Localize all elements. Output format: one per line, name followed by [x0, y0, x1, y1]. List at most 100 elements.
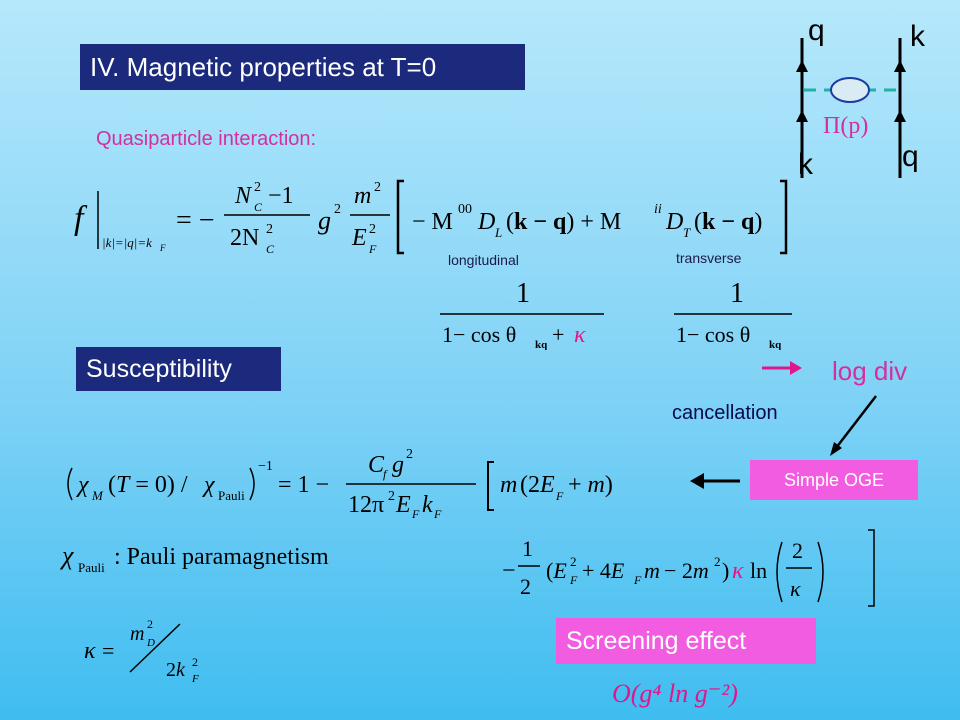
- svg-text:E: E: [351, 225, 367, 251]
- svg-text:f: f: [74, 200, 88, 237]
- svg-text:1: 1: [516, 278, 530, 309]
- svg-text:(k − q) + M: (k − q) + M: [506, 209, 621, 235]
- diagram-label-k-bottom: k: [798, 148, 813, 181]
- svg-text:(2E: (2E: [520, 472, 555, 498]
- svg-text:N: N: [234, 183, 253, 209]
- svg-text:1: 1: [730, 278, 744, 309]
- svg-text:+ 4E: + 4E: [582, 558, 625, 583]
- svg-text:C: C: [368, 452, 385, 478]
- svg-text:F: F: [569, 573, 578, 587]
- order-expression: O(g⁴ ln g⁻²): [612, 679, 738, 708]
- svg-text:ln: ln: [750, 558, 767, 583]
- svg-text:2k: 2k: [166, 659, 186, 681]
- svg-text:12π: 12π: [348, 492, 384, 518]
- arrow-up-icon: [894, 110, 906, 122]
- svg-text:F: F: [633, 573, 642, 587]
- svg-text:1− cos θ: 1− cos θ: [442, 322, 516, 347]
- svg-text:2: 2: [266, 222, 273, 237]
- diagram-label-q-bottom: q: [902, 140, 919, 173]
- svg-text:2N: 2N: [230, 225, 259, 251]
- svg-text:F: F: [555, 489, 564, 503]
- susceptibility-equation: χ M (T = 0) / χ Pauli −1 = 1 − C f g 2 1…: [67, 447, 613, 521]
- svg-text:κ: κ: [790, 576, 801, 601]
- susceptibility-heading: Susceptibility: [76, 347, 281, 391]
- screening-correction-equation: − 1 2 (E 2 F + 4E F m − 2m 2 ) κ ln 2 κ: [502, 529, 875, 607]
- slide-title: IV. Magnetic properties at T=0: [80, 44, 525, 90]
- longitudinal-label: longitudinal: [448, 252, 519, 268]
- svg-text:− M: − M: [412, 209, 453, 235]
- svg-text:2: 2: [570, 554, 577, 569]
- svg-text:F: F: [368, 242, 377, 256]
- arrow-up-icon: [796, 60, 808, 72]
- svg-text:2: 2: [334, 202, 341, 217]
- svg-text:− 2m: − 2m: [664, 558, 709, 583]
- svg-text:(T = 0) /: (T = 0) /: [108, 472, 188, 498]
- svg-text:=: =: [102, 638, 114, 663]
- svg-text:L: L: [494, 225, 502, 240]
- svg-text:2: 2: [192, 655, 198, 669]
- svg-text:2: 2: [406, 447, 413, 462]
- svg-text:k: k: [422, 492, 433, 518]
- arrow-up-icon: [796, 110, 808, 122]
- svg-text:m: m: [130, 623, 144, 645]
- svg-text:−1: −1: [268, 183, 294, 209]
- svg-text:Pauli: Pauli: [78, 560, 105, 575]
- svg-text:= −: = −: [176, 205, 215, 236]
- svg-text:+ m): + m): [568, 472, 613, 498]
- svg-text:2: 2: [388, 489, 395, 504]
- svg-text:f: f: [383, 467, 388, 481]
- longitudinal-fraction: 1 1− cos θ kq + κ: [440, 278, 604, 350]
- svg-text:2: 2: [792, 538, 803, 563]
- svg-text:00: 00: [458, 202, 472, 217]
- simple-oge-box: Simple OGE: [750, 460, 918, 500]
- svg-text:g: g: [318, 206, 331, 235]
- svg-text:+: +: [552, 322, 564, 347]
- svg-text:F: F: [411, 507, 420, 521]
- svg-text:−: −: [502, 558, 516, 584]
- svg-text:|k|=|q|=k: |k|=|q|=k: [102, 235, 152, 250]
- arrow-left-icon: [690, 473, 740, 489]
- svg-text:D: D: [665, 209, 683, 235]
- svg-text:χ: χ: [60, 541, 74, 570]
- svg-text:T: T: [683, 225, 691, 240]
- svg-text:2: 2: [520, 574, 531, 599]
- interaction-equation: f |k|=|q|=k F = − N 2 C −1 2N 2 C g 2 m …: [74, 179, 788, 256]
- svg-text:κ: κ: [574, 322, 586, 348]
- svg-text:kq: kq: [535, 339, 548, 350]
- svg-text:Pauli: Pauli: [218, 488, 245, 503]
- svg-text:(k − q): (k − q): [694, 209, 762, 235]
- log-div-label: log div: [832, 356, 908, 386]
- svg-text:): ): [722, 558, 729, 583]
- svg-text:κ: κ: [732, 558, 744, 584]
- transverse-label: transverse: [676, 250, 742, 266]
- svg-text:2: 2: [254, 180, 261, 195]
- svg-text:2: 2: [374, 180, 381, 195]
- svg-text:(E: (E: [546, 558, 567, 583]
- diagram-label-q-top: q: [808, 14, 825, 47]
- svg-text:g: g: [392, 452, 404, 478]
- svg-text:F: F: [433, 507, 442, 521]
- svg-text:m: m: [500, 472, 517, 498]
- svg-text:F: F: [159, 243, 166, 253]
- order-text: O(g⁴ ln g⁻²): [612, 679, 738, 708]
- svg-text:= 1 −: = 1 −: [278, 472, 329, 498]
- diagram-label-k-top: k: [910, 20, 925, 53]
- kappa-definition: κ = m 2 D 2k 2 F: [84, 617, 199, 685]
- arrow-up-icon: [894, 60, 906, 72]
- svg-text:C: C: [254, 200, 263, 214]
- svg-text:χ: χ: [202, 472, 216, 498]
- svg-text:m: m: [354, 183, 371, 209]
- svg-text:1− cos θ: 1− cos θ: [676, 322, 750, 347]
- feynman-lines: [796, 38, 906, 178]
- quasiparticle-label: Quasiparticle interaction:: [96, 128, 317, 150]
- diagram-label-propagator: Π(p): [823, 113, 869, 139]
- svg-text:2: 2: [714, 554, 721, 569]
- self-energy-blob: [830, 77, 870, 103]
- svg-text:C: C: [266, 242, 275, 256]
- svg-text:F: F: [191, 673, 199, 685]
- svg-text:m: m: [644, 558, 660, 583]
- svg-text:1: 1: [522, 536, 533, 561]
- svg-text:χ: χ: [76, 472, 90, 498]
- cancellation-label: cancellation: [672, 402, 778, 424]
- svg-text:D: D: [146, 637, 155, 649]
